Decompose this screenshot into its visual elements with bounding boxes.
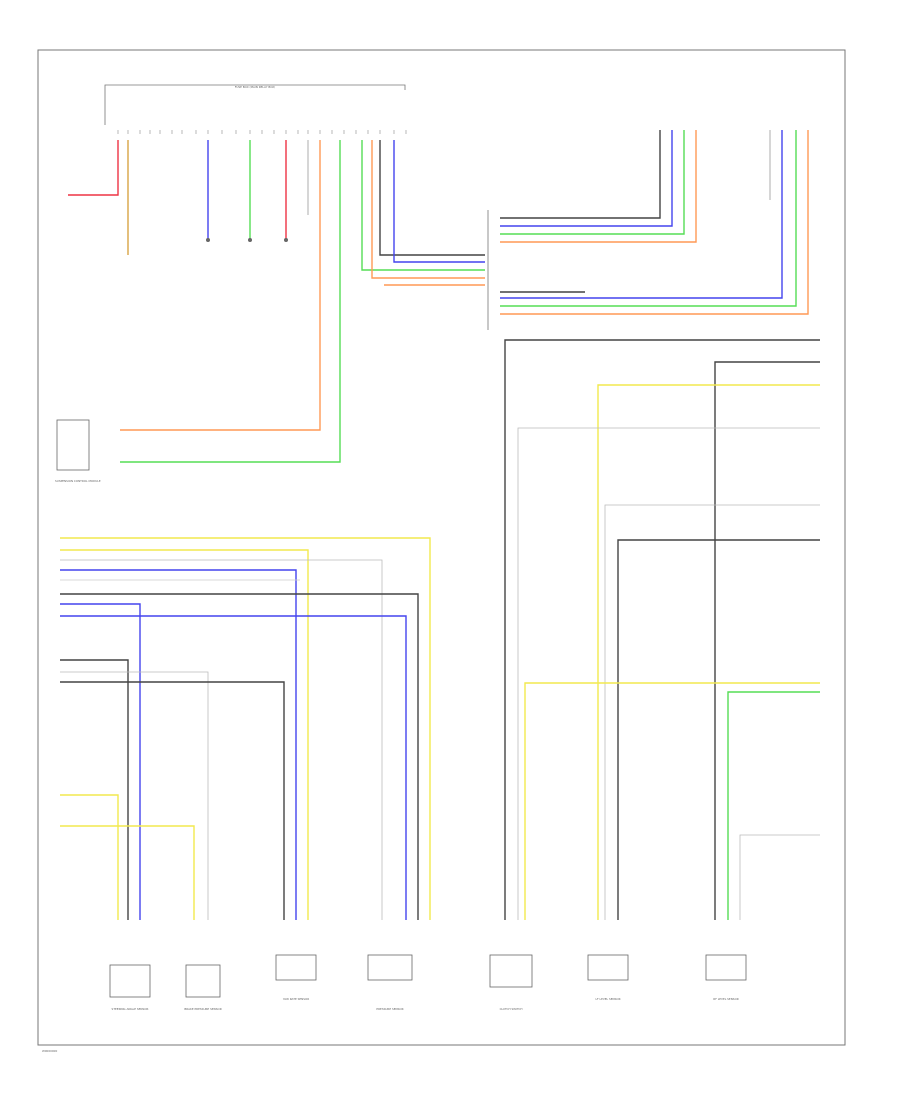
bottom-component-label-4: PRESSURE SENSOR: [376, 1007, 403, 1011]
top-left-wires: [68, 140, 288, 255]
left-mid-module-label: SUSPENSION CONTROL MODULE: [55, 479, 101, 483]
footer-code: W0000000: [42, 1049, 57, 1053]
bottom-component-label-1: STEERING ANGLE SENSOR: [112, 1007, 149, 1011]
bottom-component-label-2: BRAKE PRESSURE SENSOR: [184, 1007, 221, 1011]
bottom-component-label-3: YAW RATE SENSOR: [283, 997, 309, 1001]
diagram-frame: [37, 49, 846, 1046]
bottom-components: STEERING ANGLE SENSOR BRAKE PRESSURE SEN…: [109, 954, 747, 1011]
bottom-component-label-5: CLUTCH SWITCH: [500, 1007, 523, 1011]
right-harness: [504, 339, 820, 920]
top-module: FUSE BOX (MAIN RELAY BOX): [104, 84, 407, 134]
left-mid-module: SUSPENSION CONTROL MODULE: [55, 419, 101, 483]
top-module-pins: [117, 130, 407, 134]
bottom-component-label-6: LF LEVEL SENSOR: [595, 997, 620, 1001]
right-top-connectors: [487, 130, 809, 330]
top-right-wires: [120, 140, 485, 463]
top-module-label: FUSE BOX (MAIN RELAY BOX): [235, 85, 276, 89]
lower-left-bus: [60, 537, 431, 920]
bottom-component-label-7: RF LEVEL SENSOR: [713, 997, 739, 1001]
